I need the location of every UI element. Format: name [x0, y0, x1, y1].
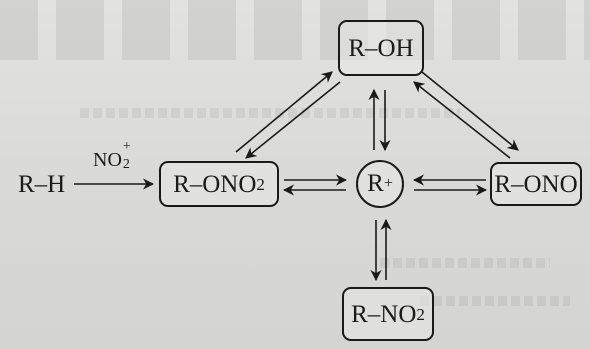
node-nitroalkane-sub: 2 [416, 304, 425, 324]
arrow-roh-to-rono2 [245, 81, 341, 159]
reagent-label: NO+2 [93, 140, 132, 172]
node-carbocation: R+ [356, 160, 404, 208]
node-alkane: R–H [18, 172, 65, 197]
node-alkyl-nitrate-base: R–ONO [173, 170, 257, 198]
node-alkyl-nitrite: R–ONO [490, 162, 582, 206]
arrow-rono2-to-roh [235, 71, 333, 153]
node-alcohol: R–OH [338, 20, 424, 76]
node-alkyl-nitrite-label: R–ONO [494, 170, 578, 198]
node-nitroalkane-base: R–NO [351, 300, 417, 328]
node-alkyl-nitrate-sub: 2 [256, 174, 265, 194]
arrow-roh-to-rono [421, 71, 519, 151]
node-alkane-label: R–H [18, 171, 66, 198]
node-alcohol-label: R–OH [348, 34, 414, 62]
reagent-sub: 2 [122, 157, 130, 172]
node-carbocation-sup: + [383, 175, 393, 192]
reagent-sup: + [122, 139, 131, 154]
arrow-rono-to-roh [413, 81, 511, 159]
reagent-base: NO [93, 149, 122, 171]
node-carbocation-base: R [367, 170, 384, 197]
